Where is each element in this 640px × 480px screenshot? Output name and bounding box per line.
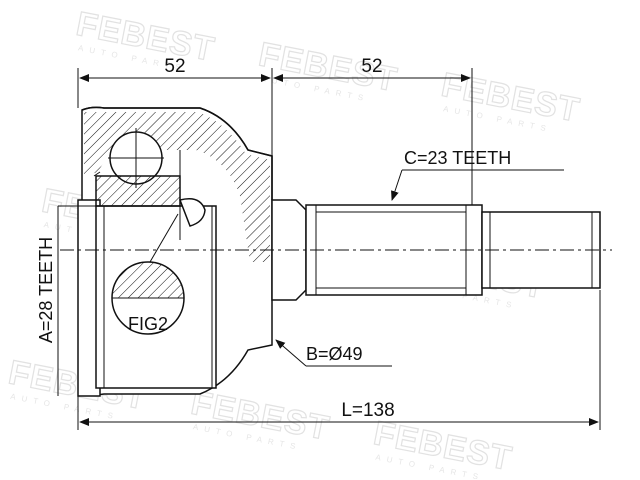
inner-spline-label: A=28 TEETH [36,237,56,343]
inner-spline-callout: A=28 TEETH [36,205,96,396]
retaining-lug [178,198,206,227]
outer-spline-leader [391,169,403,201]
cv-joint-housing [77,106,273,397]
diameter-callout: B=Ø49 [275,339,392,367]
fig2-label: FIG2 [128,314,168,334]
diameter-label: B=Ø49 [306,344,363,364]
cage-outline [95,175,181,207]
cage-chamfer [93,171,101,177]
outer-spline-callout: C=23 TEETH [391,148,564,201]
cage-section-hatch [96,176,180,206]
dimension-left-value: 52 [164,56,185,77]
outer-spline-label: C=23 TEETH [404,148,511,168]
fig2-hatch [112,262,184,298]
fig2-leader [149,213,179,263]
bottom-dimension: L=138 [77,290,601,430]
top-dimensions: 52 52 [77,56,473,205]
housing-top-edge [81,106,273,200]
total-length-value: L=138 [341,400,394,421]
ball-bearing [93,128,181,207]
dimension-right-value: 52 [361,56,382,77]
diameter-leader [275,339,307,367]
fig2-detail: FIG2 [111,213,185,335]
